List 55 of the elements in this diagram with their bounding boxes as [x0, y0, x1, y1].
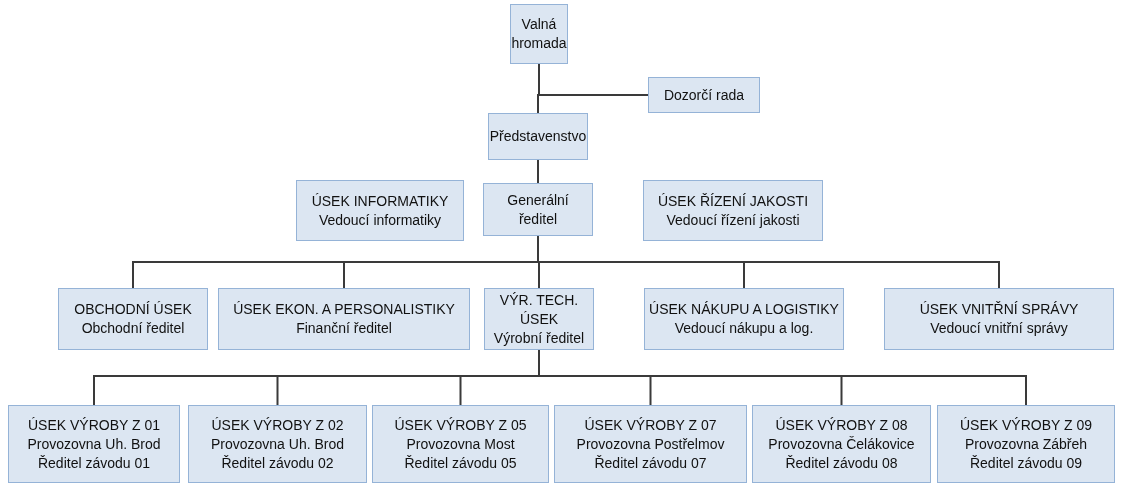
org-unit-box: [372, 405, 549, 483]
org-unit-box: [937, 405, 1115, 483]
unit-name: VÝR. TECH. ÚSEK: [498, 290, 580, 329]
unit-detail: Ředitel závodu 02: [221, 453, 334, 473]
unit-detail: Ředitel závodu 01: [37, 453, 151, 473]
unit-name: ÚSEK VÝROBY Z 02: [211, 415, 344, 435]
unit-detail: Vedoucí řízení jakosti: [666, 210, 800, 230]
unit-detail: Ředitel závodu 05: [404, 453, 517, 473]
connector-line: [538, 63, 649, 96]
unit-name: ÚSEK VÝROBY Z 05: [394, 415, 527, 435]
org-unit-box: [488, 113, 588, 160]
unit-detail: Provozovna Uh. Brod: [210, 434, 345, 454]
org-unit-box: [752, 405, 931, 483]
org-unit-box: [510, 4, 568, 64]
unit-name: Představenstvo: [489, 127, 587, 146]
org-unit-box: [188, 405, 367, 483]
unit-detail: Vedoucí nákupu a log.: [674, 319, 814, 338]
org-unit-box: [484, 288, 594, 350]
unit-detail: Ředitel závodu 09: [969, 453, 1083, 473]
unit-name: ÚSEK EKON. A PERSONALISTIKY: [233, 300, 455, 319]
unit-detail: Vedoucí vnitřní správy: [930, 319, 1068, 338]
unit-name: ÚSEK VÝROBY Z 09: [960, 415, 1092, 435]
unit-detail: Provozovna Most: [406, 434, 515, 454]
unit-detail: Provozovna Zábřeh: [964, 434, 1088, 454]
unit-detail: Výrobní ředitel: [493, 328, 585, 348]
unit-name: OBCHODNÍ ÚSEK: [74, 300, 192, 319]
unit-detail: Ředitel závodu 07: [594, 453, 707, 473]
unit-name: Generální ředitel: [506, 190, 570, 229]
org-unit-box: [296, 180, 464, 241]
unit-name: ÚSEK VNITŘNÍ SPRÁVY: [919, 300, 1079, 319]
unit-detail: Provozovna Postřelmov: [576, 434, 725, 454]
unit-name: ÚSEK INFORMATIKY: [311, 191, 449, 211]
unit-detail: Provozovna Čelákovice: [768, 434, 915, 454]
org-unit-box: [483, 183, 593, 236]
unit-detail: Finanční ředitel: [296, 319, 392, 338]
connector-line: [537, 159, 539, 184]
org-unit-box: [58, 288, 208, 350]
org-unit-box: [8, 405, 180, 483]
org-unit-box: [643, 180, 823, 241]
unit-name: Valná hromada: [511, 15, 567, 53]
unit-name: ÚSEK VÝROBY Z 01: [28, 415, 160, 435]
org-unit-box: [884, 288, 1114, 350]
unit-name: ÚSEK NÁKUPU A LOGISTIKY: [649, 300, 839, 319]
org-unit-box: [554, 405, 747, 483]
unit-detail: Ředitel závodu 08: [785, 453, 898, 473]
unit-detail: Obchodní ředitel: [81, 319, 185, 338]
unit-name: Dozorčí rada: [663, 85, 745, 105]
org-unit-box: [218, 288, 470, 350]
unit-name: ÚSEK ŘÍZENÍ JAKOSTI: [657, 191, 809, 211]
unit-name: ÚSEK VÝROBY Z 08: [775, 415, 908, 435]
unit-detail: Provozovna Uh. Brod: [27, 434, 161, 454]
org-unit-box: [644, 288, 844, 350]
unit-detail: Vedoucí informatiky: [318, 210, 442, 230]
unit-name: ÚSEK VÝROBY Z 07: [584, 415, 717, 435]
org-unit-box: [648, 77, 760, 113]
